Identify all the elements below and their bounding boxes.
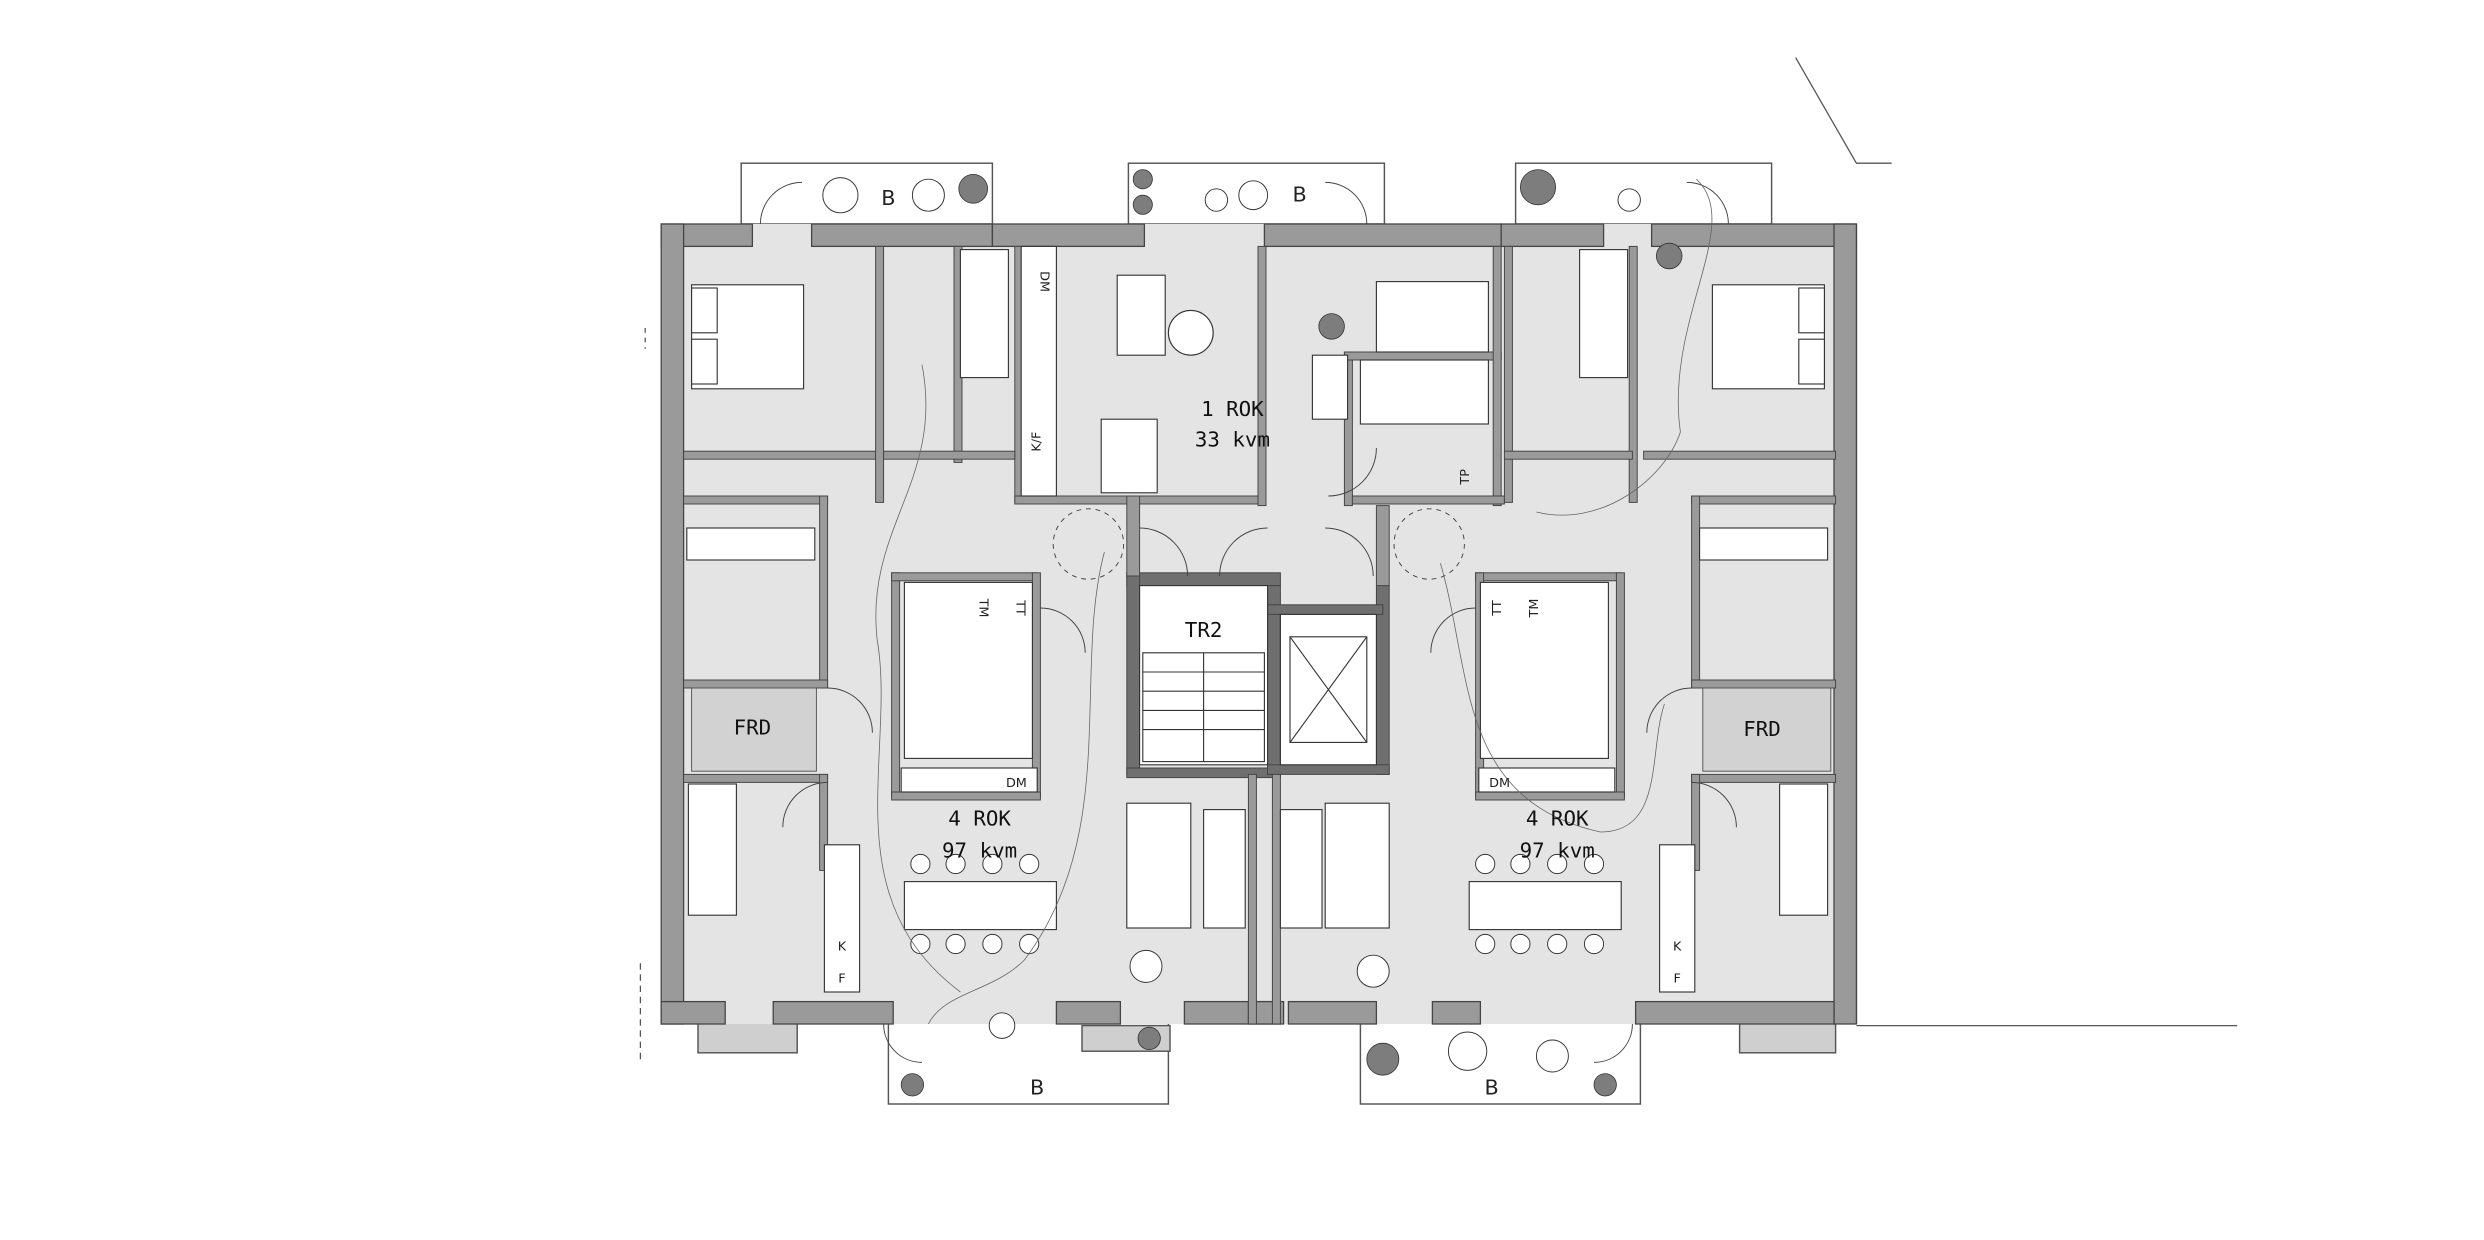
storage-left	[691, 687, 817, 772]
apt-top-rooms: 1 ROK	[1201, 397, 1264, 421]
door-swings	[759, 181, 1737, 1063]
fridge-freezer-label: K/F	[1029, 432, 1044, 452]
balcony-bottom-left-label: B	[1030, 1075, 1044, 1099]
apt-top-area: 33 kvm	[1195, 427, 1270, 451]
balcony-top-center-label: B	[1292, 183, 1306, 207]
fridge-right-label: K	[1673, 939, 1682, 954]
building	[660, 223, 1859, 1025]
apt-left-area: 97 kvm	[942, 839, 1017, 863]
labels: 1 ROK 33 kvm 4 ROK 97 kvm 4 ROK 97 kvm T…	[734, 183, 1781, 1100]
dishwasher-left-label: DM	[1006, 776, 1027, 791]
balcony-top-left	[740, 162, 994, 225]
circulation-paths	[875, 178, 1713, 1025]
balcony-top-left-label: B	[881, 186, 895, 210]
storage-left-label: FRD	[734, 715, 772, 739]
stair-label: TR2	[1185, 618, 1223, 642]
exterior-walls	[660, 223, 1858, 1025]
plants	[900, 169, 1683, 1097]
balcony-bottom-right-label: B	[1484, 1075, 1498, 1099]
storage-right-label: FRD	[1743, 717, 1781, 741]
beds	[687, 249, 1829, 916]
planter-bottom-right	[1738, 1020, 1837, 1054]
chairs	[822, 177, 1641, 1073]
dryer-left-label: TT	[1012, 599, 1027, 616]
storage-right	[1702, 687, 1832, 772]
drying-cabinet-label: TP	[1458, 469, 1473, 486]
washer-right-label: TM	[1527, 599, 1542, 619]
apt-left-rooms: 4 ROK	[948, 807, 1011, 831]
washer-left-label: TM	[976, 598, 991, 618]
freezer-left-label: F	[838, 971, 845, 986]
site-lines	[639, 57, 2238, 1060]
freezer-right-label: F	[1674, 971, 1681, 986]
balconies	[697, 162, 1837, 1105]
furniture	[686, 245, 1829, 993]
apt-right-rooms: 4 ROK	[1526, 807, 1589, 831]
dishwasher-right-label: DM	[1489, 776, 1510, 791]
dryer-right-label: TT	[1490, 600, 1505, 617]
balcony-top-right	[1514, 162, 1773, 225]
apt-right-area: 97 kvm	[1520, 839, 1595, 863]
planter-bottom-left	[697, 1020, 798, 1054]
dishwasher-top-label: DM	[1036, 271, 1051, 292]
turning-circles	[1052, 508, 1465, 580]
fridge-left-label: K	[838, 939, 847, 954]
stair-core	[1139, 585, 1377, 766]
